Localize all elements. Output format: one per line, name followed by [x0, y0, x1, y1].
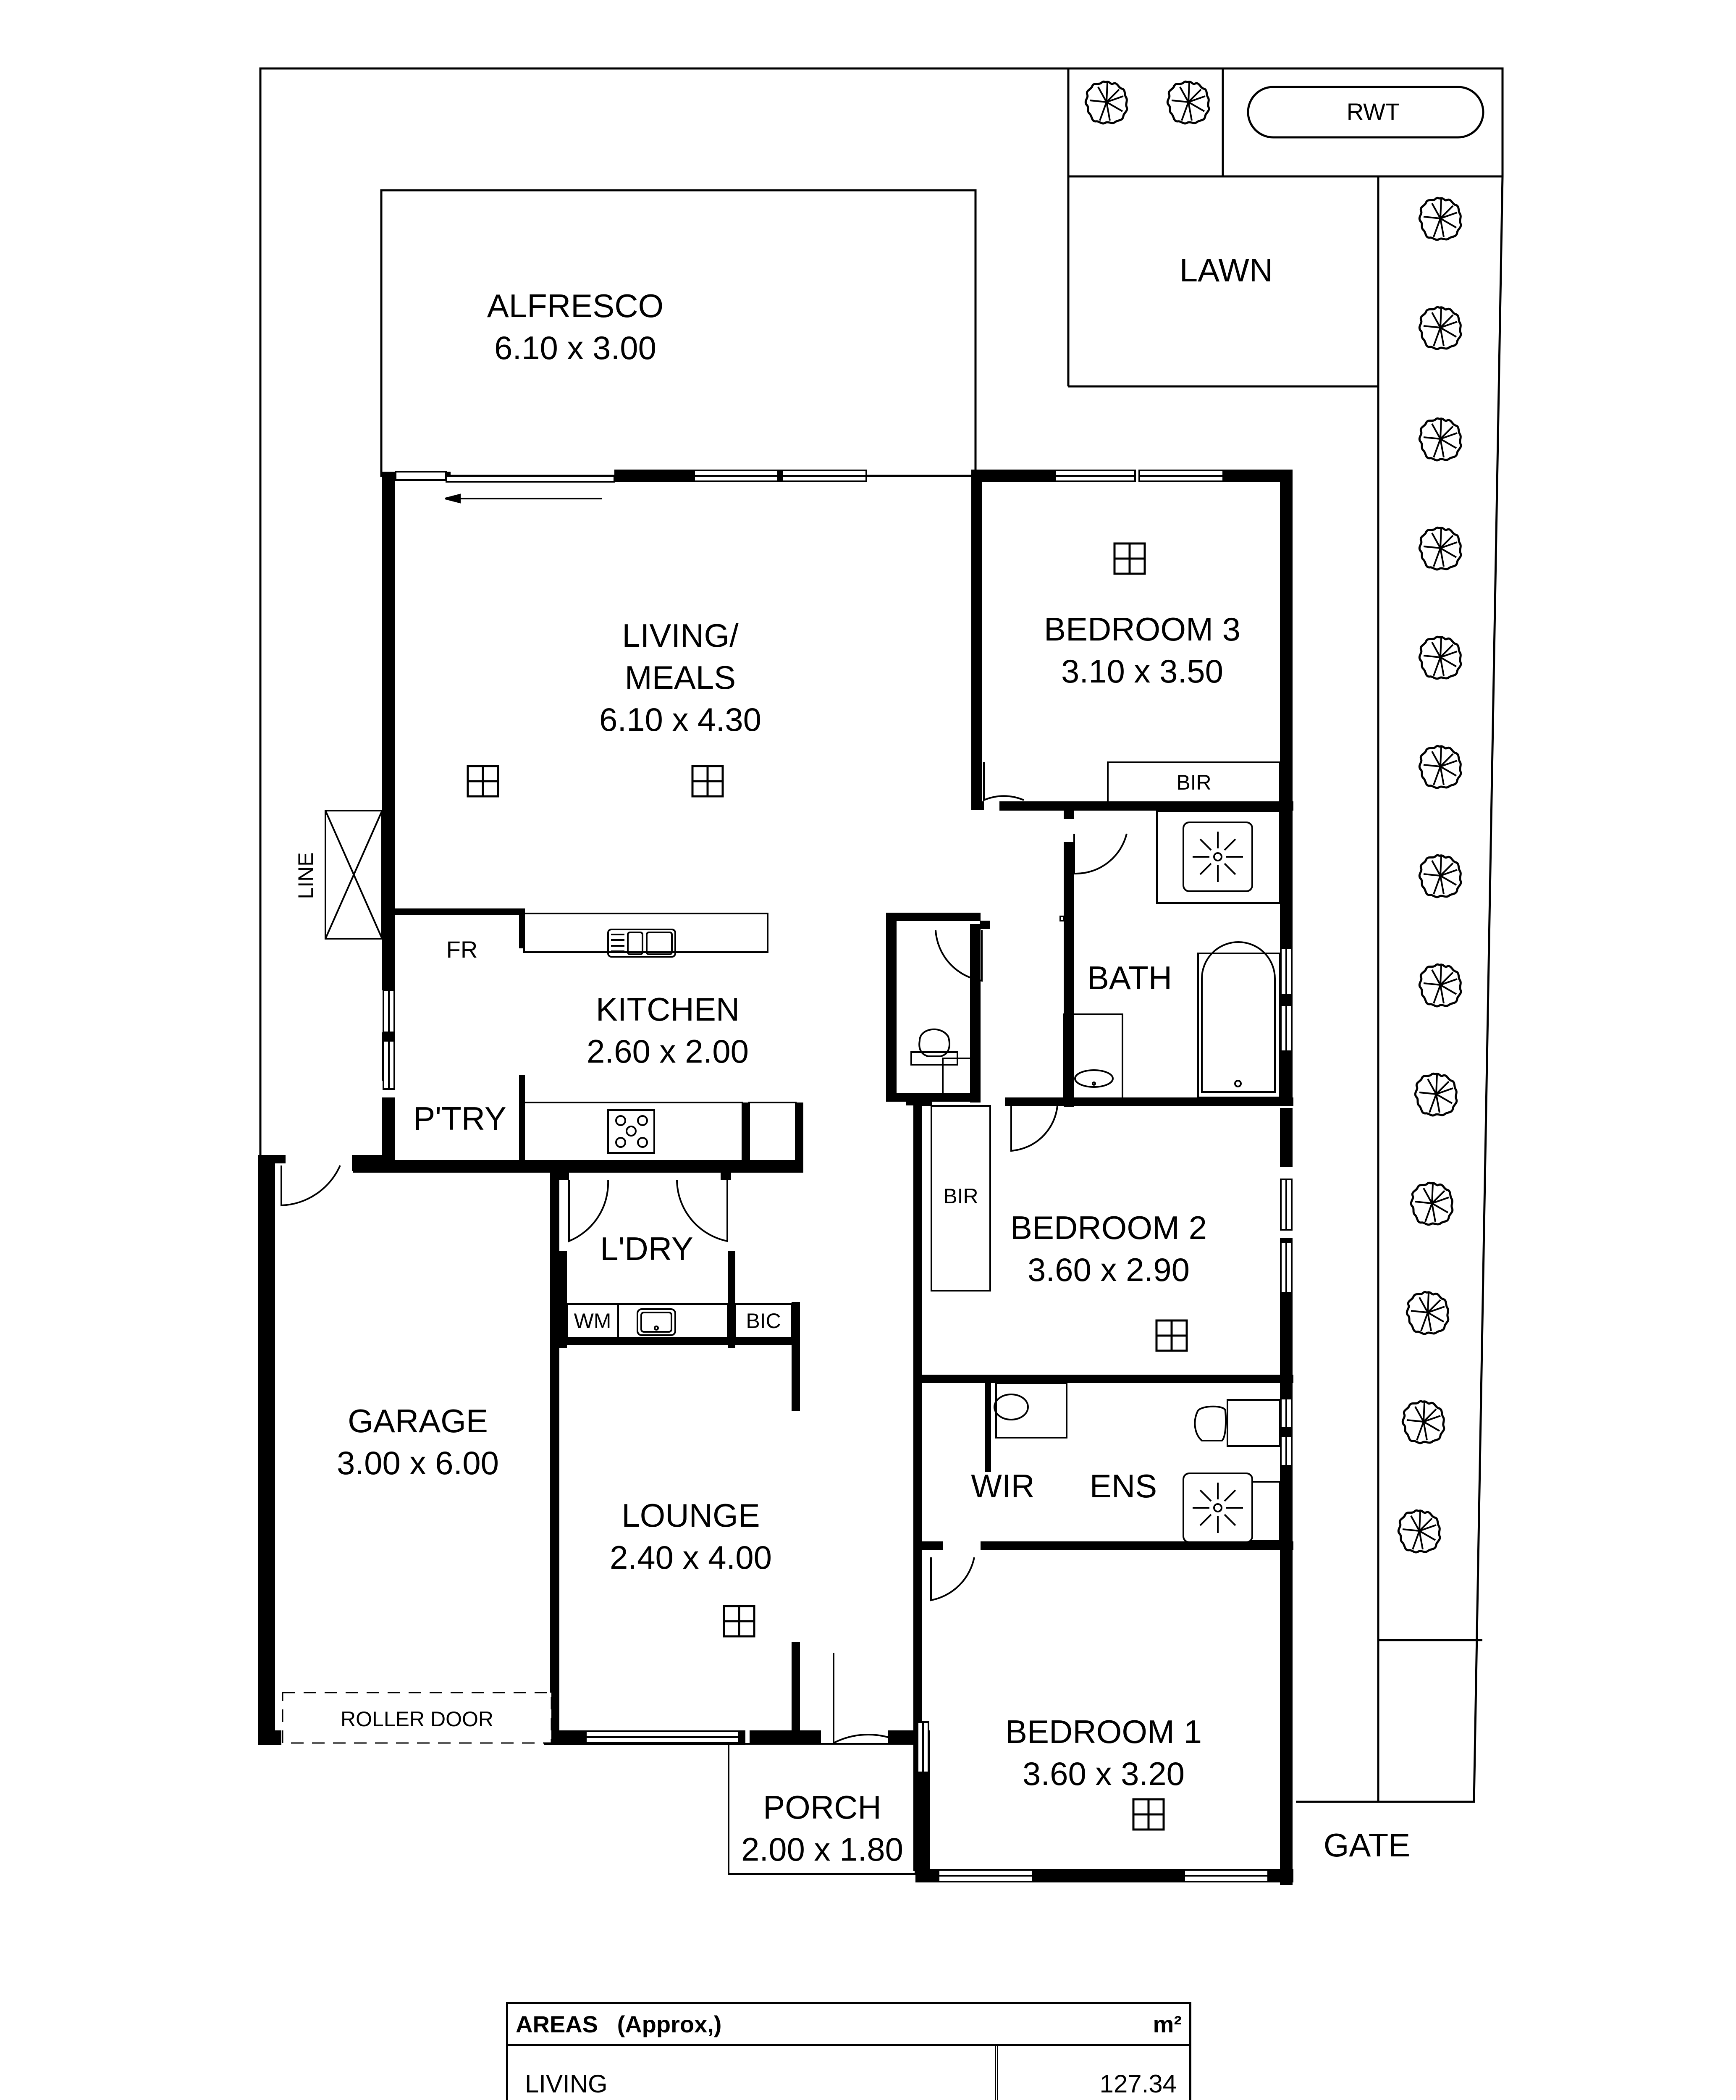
living-name-2: MEALS — [625, 659, 736, 696]
laundry-trough-icon — [637, 1308, 676, 1336]
living-dims: 6.10 x 4.30 — [599, 701, 761, 738]
shower-icon — [1183, 1473, 1253, 1543]
area-row-name: LIVING — [525, 2070, 608, 2098]
ceiling-light-icon — [1133, 1799, 1164, 1830]
basin-icon — [994, 1069, 1114, 1420]
interior-outlines — [523, 761, 1281, 1875]
rainwater-tank: RWT — [1247, 86, 1484, 139]
tree-icon — [1167, 81, 1209, 123]
bedroom2-name: BEDROOM 2 — [1010, 1209, 1207, 1246]
ceiling-light-icon — [1115, 543, 1145, 574]
areas-header: AREAS (Approx,) m² — [508, 2004, 1189, 2046]
trees — [1086, 81, 1461, 1552]
toilet-icon — [1194, 1405, 1227, 1441]
tree-icon — [1419, 964, 1461, 1006]
ceiling-light-icon — [1156, 1320, 1187, 1351]
ceiling-light-icon — [692, 766, 723, 796]
roller-door: ROLLER DOOR — [282, 1692, 552, 1744]
toilet-icon — [910, 1028, 958, 1066]
bedroom3-bir: BIR — [1176, 771, 1211, 794]
ceiling-light-icon — [724, 1606, 754, 1636]
tree-icon — [1419, 418, 1461, 460]
pantry-label: P'TRY — [413, 1100, 506, 1137]
alfresco-outline — [380, 189, 977, 477]
fridge-label: FR — [446, 936, 478, 963]
garage-name: GARAGE — [348, 1402, 488, 1439]
line-label: LINE — [294, 852, 317, 899]
areas-subtitle: (Approx,) — [617, 2011, 722, 2037]
area-row-value: 127.34 — [1099, 2070, 1177, 2098]
tree-icon — [1419, 528, 1461, 570]
tree-icon — [1415, 1074, 1457, 1116]
gate-label: GATE — [1324, 1827, 1411, 1864]
wm-label: WM — [574, 1309, 611, 1333]
bedroom1-dims: 3.60 x 3.20 — [1023, 1755, 1185, 1792]
bathtub-icon — [1201, 941, 1276, 1093]
room-labels: LIVING/ MEALS 6.10 x 4.30 BEDROOM 3 3.10… — [337, 611, 1410, 1868]
ceiling-light-icon — [468, 766, 498, 796]
bedroom2-dims: 3.60 x 2.90 — [1028, 1251, 1190, 1288]
laundry-name: L'DRY — [600, 1230, 693, 1267]
porch-name: PORCH — [763, 1789, 881, 1826]
tree-icon — [1419, 198, 1461, 240]
tree-icon — [1086, 81, 1127, 123]
kitchen-name: KITCHEN — [596, 991, 740, 1028]
tree-icon — [1419, 746, 1461, 788]
tree-icon — [1403, 1401, 1444, 1443]
lounge-dims: 2.40 x 4.00 — [610, 1539, 772, 1576]
ensuite-label: ENS — [1090, 1467, 1157, 1504]
cooktop-icon — [607, 1109, 655, 1154]
shower-icon — [1183, 822, 1253, 892]
windows — [383, 470, 1293, 1882]
living-name-1: LIVING/ — [622, 617, 739, 654]
tree-icon — [1419, 855, 1461, 897]
alfresco-name: ALFRESCO — [487, 287, 663, 324]
sliding-door — [395, 471, 615, 504]
tree-icon — [1407, 1292, 1448, 1334]
walls — [258, 470, 1293, 1885]
bic-label: BIC — [746, 1309, 781, 1333]
lawn-label: LAWN — [1180, 252, 1273, 289]
kitchen-dims: 2.60 x 2.00 — [587, 1033, 749, 1070]
wir-label: WIR — [971, 1467, 1035, 1504]
double-sink-icon — [607, 929, 676, 958]
alfresco-dims: 6.10 x 3.00 — [494, 329, 656, 366]
roller-door-label: ROLLER DOOR — [341, 1707, 493, 1731]
rwt-label: RWT — [1347, 98, 1400, 125]
clothesline — [325, 810, 383, 940]
bedroom2-bir: BIR — [943, 1184, 978, 1208]
porch-dims: 2.00 x 1.80 — [741, 1831, 903, 1868]
tree-icon — [1411, 1183, 1453, 1225]
site-boundary — [259, 67, 1504, 1803]
doors — [281, 762, 1128, 1745]
garage-dims: 3.00 x 6.00 — [337, 1444, 499, 1481]
areas-table: AREAS (Approx,) m² LIVING GARAGE ALFRESC… — [506, 2002, 1191, 2100]
bedroom3-name: BEDROOM 3 — [1044, 611, 1240, 648]
lounge-name: LOUNGE — [621, 1497, 760, 1534]
bedroom3-dims: 3.10 x 3.50 — [1061, 653, 1223, 690]
tree-icon — [1419, 307, 1461, 349]
tree-icon — [1419, 637, 1461, 679]
bath-name: BATH — [1087, 959, 1172, 996]
areas-unit: m² — [1153, 2011, 1182, 2037]
areas-title: AREAS — [516, 2011, 598, 2037]
tree-icon — [1398, 1510, 1440, 1552]
bedroom1-name: BEDROOM 1 — [1005, 1713, 1202, 1750]
